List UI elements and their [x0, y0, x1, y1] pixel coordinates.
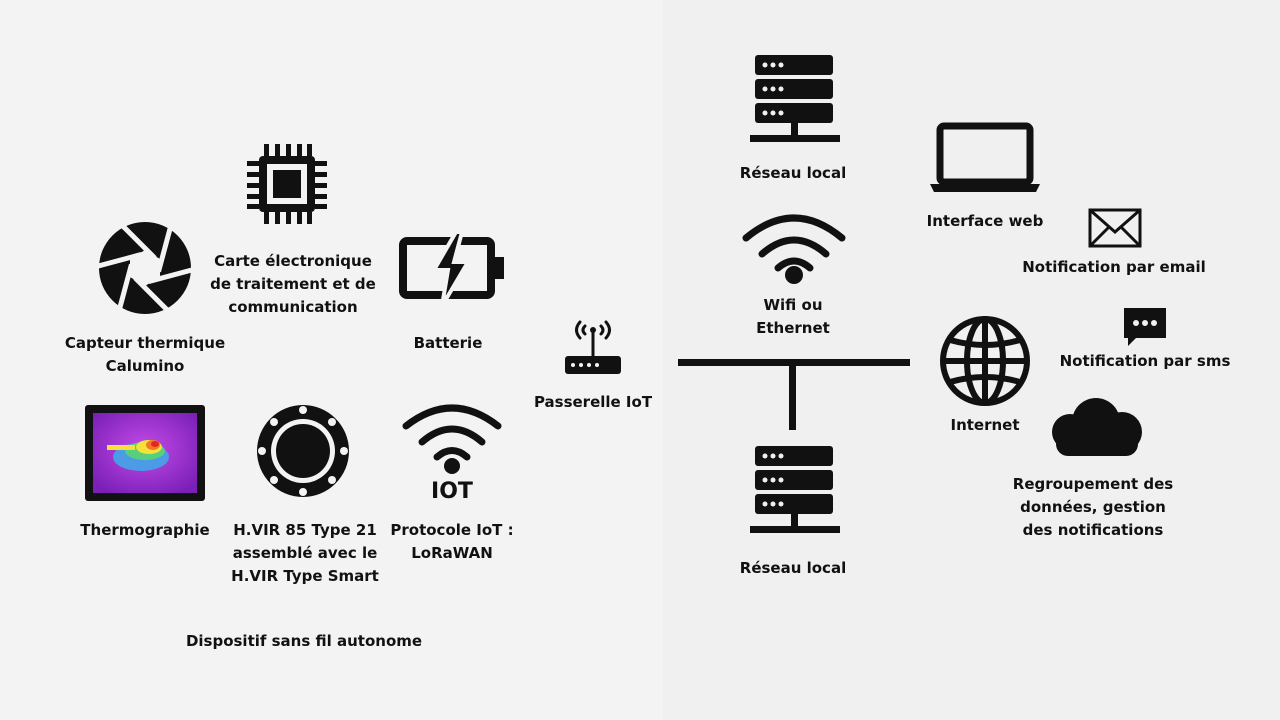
battery-icon: [398, 232, 508, 306]
email-icon: [1088, 208, 1142, 248]
device-caption: Dispositif sans fil autonome: [185, 632, 423, 650]
sms-label: Notification par sms: [1059, 352, 1231, 370]
laptop-icon: [928, 122, 1042, 194]
protocol-label: Protocole IoT : LoRaWAN: [390, 521, 514, 562]
thermo-label: Thermographie: [80, 521, 210, 539]
email-label: Notification par email: [1022, 258, 1206, 276]
wifi-label: Wifi ou Ethernet: [756, 296, 830, 337]
iot-wifi-icon: [400, 400, 504, 476]
network-bus-drop: [789, 362, 796, 430]
cloud-label: Regroupement des données, gestion des no…: [1012, 475, 1174, 539]
local-bottom-label: Réseau local: [739, 559, 847, 577]
thermography-image: [85, 405, 205, 501]
chip-icon: [245, 142, 329, 226]
aperture-icon: [97, 220, 193, 316]
local-top-label: Réseau local: [739, 164, 847, 182]
web-label: Interface web: [926, 212, 1044, 230]
gateway-label: Passerelle IoT: [533, 393, 653, 411]
sensor-label: Capteur thermique Calumino: [64, 334, 226, 375]
hvir-label: H.VIR 85 Type 21 assemblé avec le H.VIR …: [231, 521, 379, 585]
server-icon-top: [750, 53, 840, 147]
battery-label: Batterie: [413, 334, 483, 352]
wifi-icon: [740, 210, 848, 286]
server-icon-bottom: [750, 444, 840, 538]
iot-icon-text: IOT: [431, 479, 473, 504]
router-icon: [563, 318, 623, 378]
board-label: Carte électronique de traitement et de c…: [210, 252, 376, 316]
sms-icon: [1122, 306, 1168, 348]
hvir-device-icon: [257, 405, 349, 497]
internet-label: Internet: [950, 416, 1020, 434]
globe-icon: [938, 314, 1032, 408]
cloud-icon: [1042, 396, 1146, 458]
